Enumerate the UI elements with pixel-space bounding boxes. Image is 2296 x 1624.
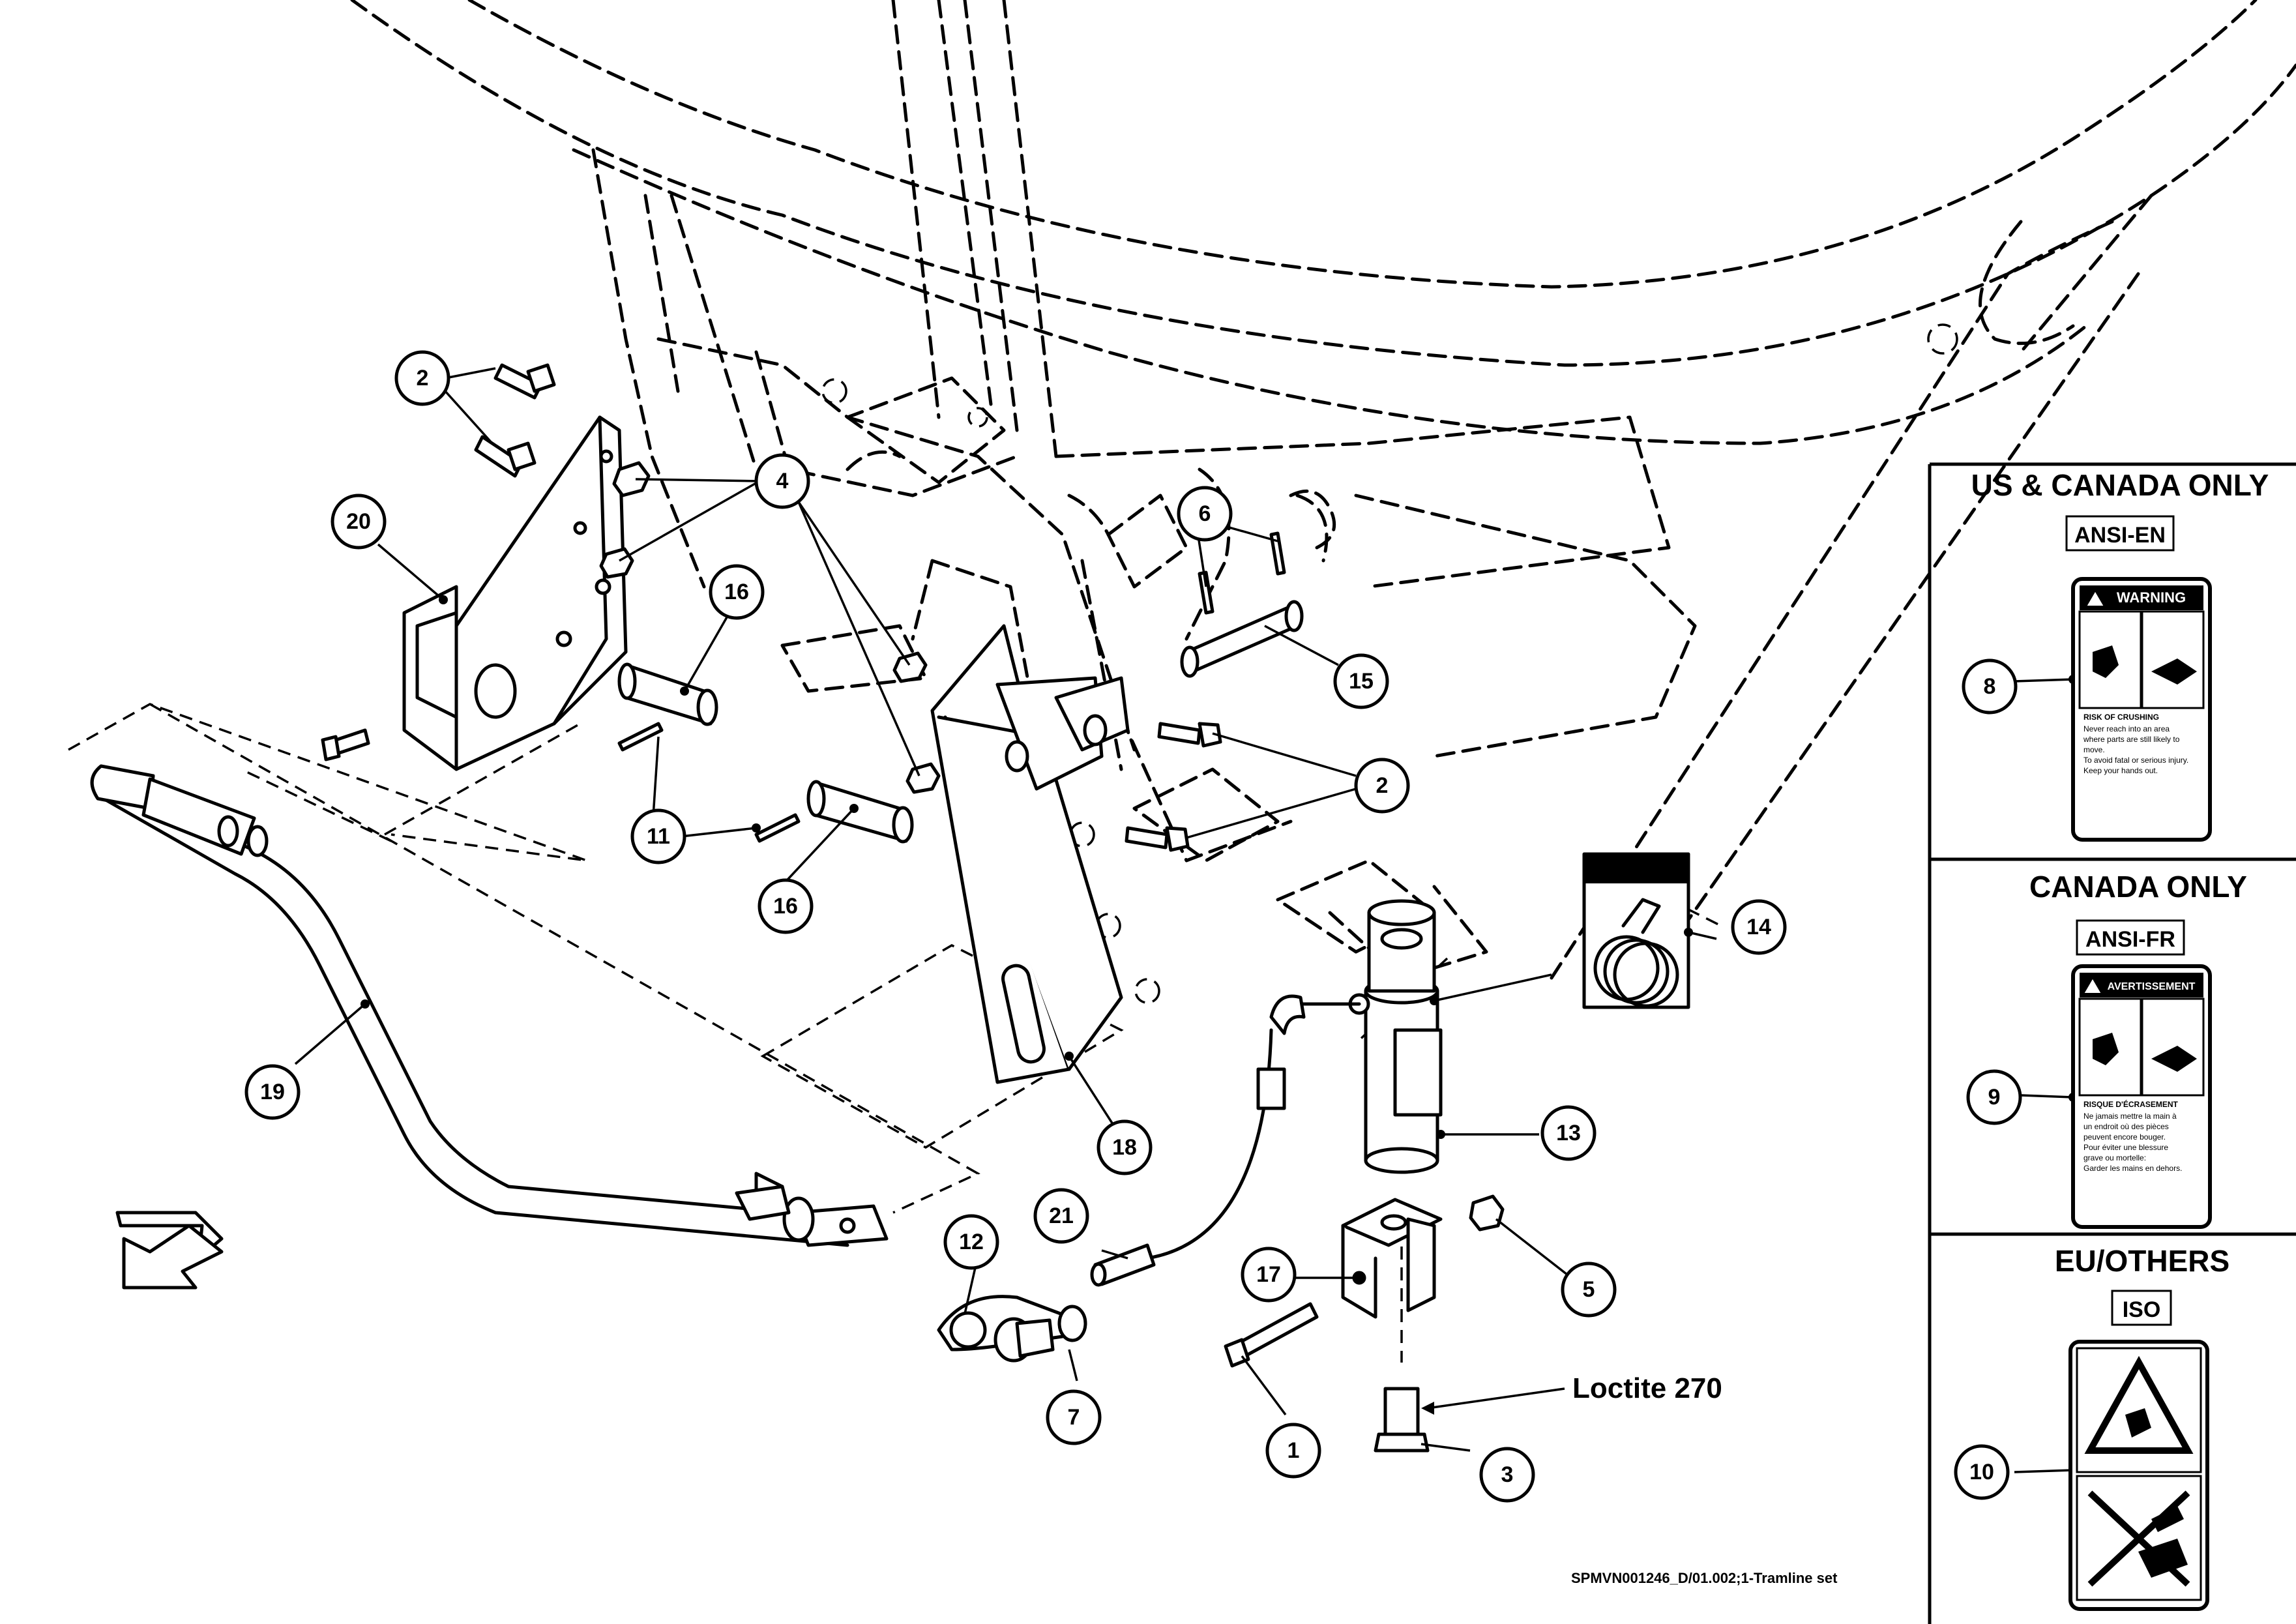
- part-14-seal-kit-box: [1582, 852, 1690, 1009]
- part-20-bracket: [402, 415, 628, 771]
- svg-text:15: 15: [1349, 669, 1374, 694]
- part-11-roll-pins: [617, 722, 801, 843]
- svg-text:7: 7: [1068, 1405, 1080, 1430]
- svg-text:2: 2: [417, 366, 429, 391]
- part-15-pin: [1180, 531, 1304, 678]
- assembly-axes: [68, 703, 1449, 1363]
- decal-9-line: peuvent encore bouger.: [2083, 1132, 2166, 1142]
- callout-7: 7: [1046, 1389, 1102, 1445]
- callout-4: 4: [754, 453, 810, 509]
- callout-18: 18: [1096, 1119, 1153, 1175]
- callout-21: 21: [1033, 1188, 1089, 1244]
- part-21-fitting: [1090, 1243, 1156, 1287]
- callout-2-upper: 2: [394, 350, 450, 406]
- decal-8-line: To avoid fatal or serious injury.: [2083, 756, 2188, 765]
- svg-text:1: 1: [1288, 1438, 1300, 1463]
- decal-9-line: Garder les mains en dehors.: [2083, 1164, 2182, 1173]
- callout-6: 6: [1177, 486, 1233, 542]
- hydraulic-hose: [1145, 994, 1361, 1260]
- svg-text:17: 17: [1256, 1262, 1281, 1287]
- part-2-bolts-upper: [321, 363, 556, 761]
- decal-9-line: un endroit où des pièces: [2083, 1122, 2169, 1131]
- part-13-cylinder: [1348, 899, 1443, 1174]
- callout-3: 3: [1479, 1447, 1535, 1503]
- callout-16-upper: 16: [709, 564, 765, 620]
- svg-text:8: 8: [1984, 674, 1996, 699]
- callout-11: 11: [630, 808, 686, 864]
- part-17-bracket: [1341, 1198, 1443, 1319]
- decal-panel: US & CANADA ONLY ANSI-EN WARNING RISK OF…: [1928, 462, 2296, 1624]
- part-18-plate: [930, 624, 1130, 1084]
- decal-8-risk: RISK OF CRUSHING: [2083, 713, 2159, 722]
- callout-9: 9: [1966, 1069, 2022, 1125]
- decal-8-line: Never reach into an area: [2083, 724, 2170, 733]
- part-1-bolt: [1224, 1302, 1319, 1368]
- svg-text:6: 6: [1199, 501, 1211, 526]
- decal-9-header: AVERTISSEMENT: [2108, 981, 2196, 992]
- leader-lines: [294, 367, 2074, 1473]
- svg-text:19: 19: [260, 1080, 285, 1104]
- svg-text:21: 21: [1049, 1203, 1074, 1228]
- decal-9-line: Ne jamais mettre la main à: [2083, 1112, 2177, 1121]
- decal-8-warning: WARNING RISK OF CRUSHING Never reach int…: [2071, 577, 2212, 842]
- callout-8: 8: [1962, 658, 2018, 715]
- loctite-note: Loctite 270: [1572, 1372, 1722, 1404]
- callout-5: 5: [1561, 1262, 1617, 1318]
- decal-8-line: Keep your hands out.: [2083, 766, 2158, 775]
- svg-text:9: 9: [1988, 1085, 2001, 1110]
- decal-9-line: Pour éviter une blessure: [2083, 1143, 2168, 1152]
- decal-9-line: grave ou mortelle:: [2083, 1153, 2146, 1162]
- decal-9-risk: RISQUE D'ÉCRASEMENT: [2083, 1099, 2179, 1109]
- svg-text:18: 18: [1112, 1135, 1137, 1160]
- section-title-us-canada: US & CANADA ONLY: [1971, 468, 2269, 502]
- standard-ansi-en: ANSI-EN: [2074, 523, 2166, 548]
- decal-8-line: move.: [2083, 745, 2105, 754]
- callout-2-middle: 2: [1354, 758, 1410, 814]
- callout-14: 14: [1731, 899, 1787, 955]
- svg-text:5: 5: [1583, 1277, 1595, 1302]
- svg-text:3: 3: [1501, 1462, 1514, 1487]
- part-3-bolt: [1374, 1387, 1430, 1453]
- callout-17: 17: [1241, 1247, 1297, 1303]
- callout-16-lower: 16: [758, 878, 814, 934]
- svg-text:13: 13: [1556, 1121, 1581, 1145]
- part-2-bolts-middle: [1125, 722, 1222, 852]
- part-5-nut: [1469, 1194, 1505, 1232]
- svg-text:16: 16: [724, 580, 749, 604]
- svg-text:10: 10: [1969, 1460, 1994, 1484]
- svg-text:12: 12: [959, 1230, 984, 1254]
- callout-15: 15: [1333, 653, 1389, 709]
- decal-10-iso-pictogram: [2068, 1340, 2209, 1611]
- svg-text:20: 20: [346, 509, 371, 534]
- svg-text:11: 11: [647, 824, 670, 849]
- callout-1: 1: [1265, 1423, 1321, 1479]
- part-19-shaft: [90, 764, 889, 1247]
- svg-text:14: 14: [1746, 915, 1771, 939]
- part-16-pins: [617, 662, 914, 844]
- svg-text:16: 16: [773, 894, 798, 919]
- section-title-eu-others: EU/OTHERS: [2055, 1244, 2230, 1278]
- drawing-reference: SPMVN001246_D/01.002;1-Tramline set: [1571, 1570, 1838, 1586]
- standard-iso: ISO: [2123, 1297, 2161, 1322]
- standard-ansi-fr: ANSI-FR: [2085, 927, 2175, 952]
- decal-9-avertissement: AVERTISSEMENT RISQUE D'ÉCRASEMENT Ne jam…: [2071, 964, 2212, 1229]
- phantom-machine-frame: [350, 0, 2296, 1006]
- decal-8-line: where parts are still likely to: [2083, 735, 2180, 744]
- callout-13: 13: [1540, 1105, 1597, 1161]
- svg-text:4: 4: [776, 469, 789, 494]
- callout-20: 20: [331, 494, 387, 550]
- callout-12: 12: [943, 1214, 999, 1270]
- decal-8-header: WARNING: [2117, 589, 2186, 606]
- direction-arrow-icon: [115, 1211, 224, 1290]
- callout-19: 19: [244, 1064, 301, 1120]
- svg-text:2: 2: [1376, 773, 1389, 798]
- callout-10: 10: [1954, 1444, 2010, 1500]
- part-4-nuts: [599, 461, 941, 794]
- section-title-canada: CANADA ONLY: [2029, 870, 2247, 904]
- part-7-coupler: [993, 1305, 1087, 1363]
